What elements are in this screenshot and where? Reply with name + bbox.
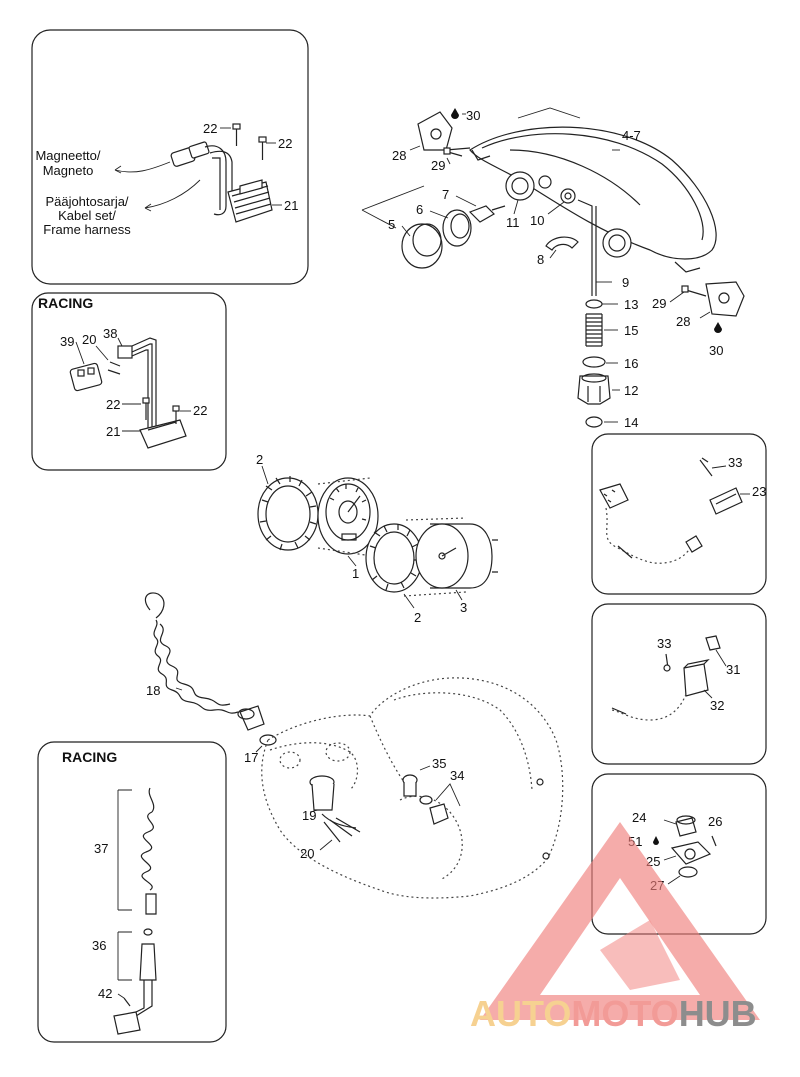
part-label: 42 [98, 986, 112, 1001]
box-relay: 33 23 [591, 433, 767, 595]
part-label: 32 [710, 698, 724, 713]
part-label: 13 [624, 297, 638, 312]
watermark-hub: HUB [679, 993, 757, 1034]
part-label: 37 [94, 841, 108, 856]
box-regulator: Magneetto/ Magneto Pääjohtosarja/ Kabel … [31, 29, 309, 285]
part-label: 33 [657, 636, 671, 651]
box-racing-lanyard: RACING 37 36 42 [37, 741, 227, 1043]
part-label: 23 [752, 484, 766, 499]
part-label: 20 [300, 846, 314, 861]
part-label: 19 [302, 808, 316, 823]
part-label: 10 [530, 213, 544, 228]
part-label: 11 [506, 215, 520, 230]
part-label: 7 [442, 187, 449, 202]
part-label: 15 [624, 323, 638, 338]
part-label: 30 [709, 343, 723, 358]
part-label: 38 [103, 326, 117, 341]
part-label: 17 [244, 750, 258, 765]
watermark-logo: AUTOMOTOHUB [470, 822, 760, 1034]
part-label: 3 [460, 600, 467, 615]
part-label: 6 [416, 202, 423, 217]
part-label: 35 [432, 756, 446, 771]
regulator-connector [170, 141, 233, 216]
part-label: 26 [708, 814, 722, 829]
watermark-triangle [480, 822, 760, 1020]
part-label: 22 [278, 136, 292, 151]
label-harness-1: Pääjohtosarja/ [45, 194, 128, 209]
label-magneto-2: Magneto [43, 163, 94, 178]
part-label: 22 [193, 403, 207, 418]
part-label: 12 [624, 383, 638, 398]
part-label: 21 [106, 424, 120, 439]
part-label: 22 [106, 397, 120, 412]
label-harness-3: Frame harness [43, 222, 131, 237]
part-label: 36 [92, 938, 106, 953]
part-label: 20 [82, 332, 96, 347]
label-harness-2: Kabel set/ [58, 208, 116, 223]
headlight-assembly: 4-7 30 28 29 28 29 30 5 6 [361, 107, 745, 430]
part-label: 2 [414, 610, 421, 625]
screw-22b [258, 136, 267, 160]
gauge-assembly: 2 1 2 3 [256, 452, 498, 625]
part-label: 18 [146, 683, 160, 698]
part-label: 1 [352, 566, 359, 581]
part-label: 28 [676, 314, 690, 329]
screw-22a [232, 123, 241, 146]
spring-15 [585, 313, 603, 347]
part-label: 16 [624, 356, 638, 371]
part-label: 28 [392, 148, 406, 163]
watermark-moto: MOTO [571, 993, 678, 1034]
part-label: 14 [624, 415, 638, 430]
voltage-regulator [227, 179, 273, 223]
part-label: 33 [728, 455, 742, 470]
part-label: 29 [431, 158, 445, 173]
part-label: 34 [450, 768, 464, 783]
dashboard-outline: 19 20 35 34 [261, 677, 564, 899]
part-label: 4-7 [622, 128, 641, 143]
part-label: 24 [632, 810, 646, 825]
watermark-auto: AUTO [470, 993, 571, 1034]
part-label: 39 [60, 334, 74, 349]
racing-title-1: RACING [38, 295, 93, 311]
part-label: 21 [284, 198, 298, 213]
box-fuse: 31 32 33 [591, 603, 767, 765]
part-label: 31 [726, 662, 740, 677]
box-sensor: 24 51 25 26 27 [591, 773, 767, 935]
part-label: 9 [622, 275, 629, 290]
part-label: 2 [256, 452, 263, 467]
part-label: 8 [537, 252, 544, 267]
part-label: 30 [466, 108, 480, 123]
racing-title-2: RACING [62, 749, 117, 765]
part-label: 5 [388, 217, 395, 232]
svg-text:AUTOMOTOHUB: AUTOMOTOHUB [470, 993, 757, 1034]
lanyard: 18 17 [144, 592, 277, 765]
part-label: 29 [652, 296, 666, 311]
box-racing-regulator: RACING 39 20 38 22 22 21 [31, 292, 227, 471]
part-label: 22 [203, 121, 217, 136]
label-magneto-1: Magneetto/ [35, 148, 100, 163]
